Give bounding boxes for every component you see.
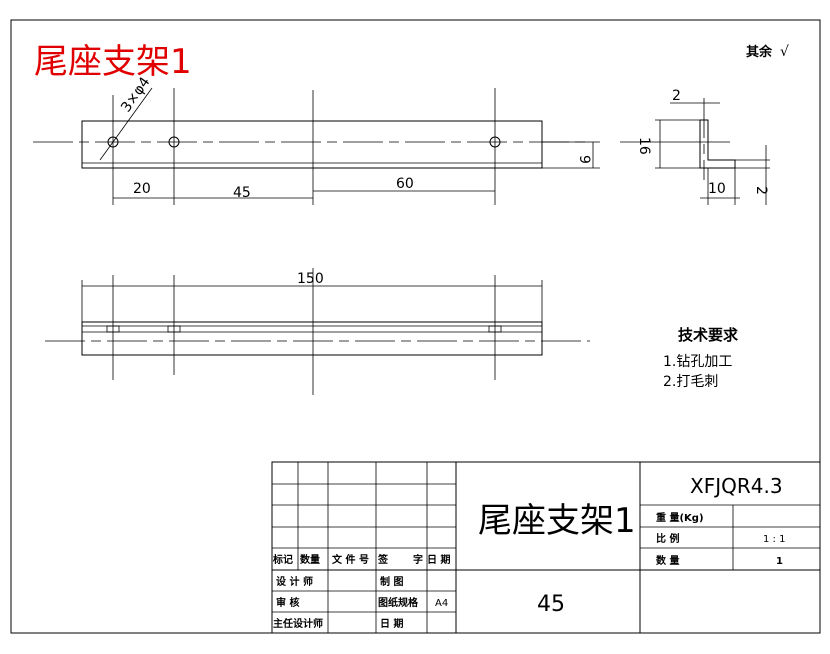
dim-45: 45: [233, 185, 251, 201]
surface-finish-note: 其余: [746, 44, 773, 60]
tb-chief-designer: 主任设计师: [273, 617, 323, 630]
tb-header-mark: 标记: [272, 553, 293, 566]
tb-header-qty: 数量: [300, 553, 320, 566]
tb-drawing-number: XFJQR4.3: [690, 474, 783, 498]
surface-finish-symbol: √: [780, 44, 789, 60]
top-view-outline: [81, 321, 543, 356]
dim-9: 9: [576, 155, 592, 164]
dim-20: 20: [133, 181, 151, 197]
side-view: 16 2 10 2: [620, 88, 770, 205]
tech-req-item-2: 2.打毛刺: [663, 373, 718, 390]
tb-designer: 设 计 师: [276, 575, 313, 588]
dim-150: 150: [297, 271, 324, 287]
dim-2-top: 2: [672, 88, 681, 104]
tb-drafting: 制 图: [380, 575, 403, 588]
dim-2-right: 2: [753, 186, 769, 195]
dim-16: 16: [636, 137, 652, 155]
tb-quantity-label: 数 量: [656, 554, 679, 567]
tb-header-date: 日 期: [427, 553, 450, 566]
tb-scale-value: 1 : 1: [763, 534, 785, 545]
dim-10: 10: [708, 181, 726, 197]
tb-material: 45: [537, 592, 565, 617]
tb-header-sign: 签: [377, 553, 389, 566]
top-view: 150: [45, 268, 590, 395]
front-view-outline: [81, 120, 543, 169]
tb-part-name: 尾座支架1: [478, 501, 636, 541]
dim-60: 60: [396, 176, 414, 192]
title-block: 标记 数量 文 件 号 签 字 日 期 设 计 师 制 图 审 核 图纸规格 A…: [271, 461, 821, 634]
tb-weight-label: 重 量(Kg): [656, 511, 704, 524]
front-view: 3×φ4 20 45 60 9: [33, 74, 600, 205]
tb-header-docno: 文 件 号: [332, 553, 369, 566]
tb-scale-label: 比 例: [656, 532, 679, 545]
tech-req-title: 技术要求: [678, 326, 739, 344]
drawing-title: 尾座支架1: [34, 42, 192, 82]
tb-paper-size-value: A4: [435, 598, 448, 609]
tech-req-item-1: 1.钻孔加工: [663, 354, 732, 370]
side-profile-outline: [699, 119, 736, 169]
tb-quantity-value: 1: [776, 556, 783, 567]
tb-date: 日 期: [380, 617, 403, 630]
tb-review: 审 核: [276, 596, 299, 609]
tb-paper-size-label: 图纸规格: [378, 596, 419, 609]
tb-header-char: 字: [413, 553, 423, 566]
